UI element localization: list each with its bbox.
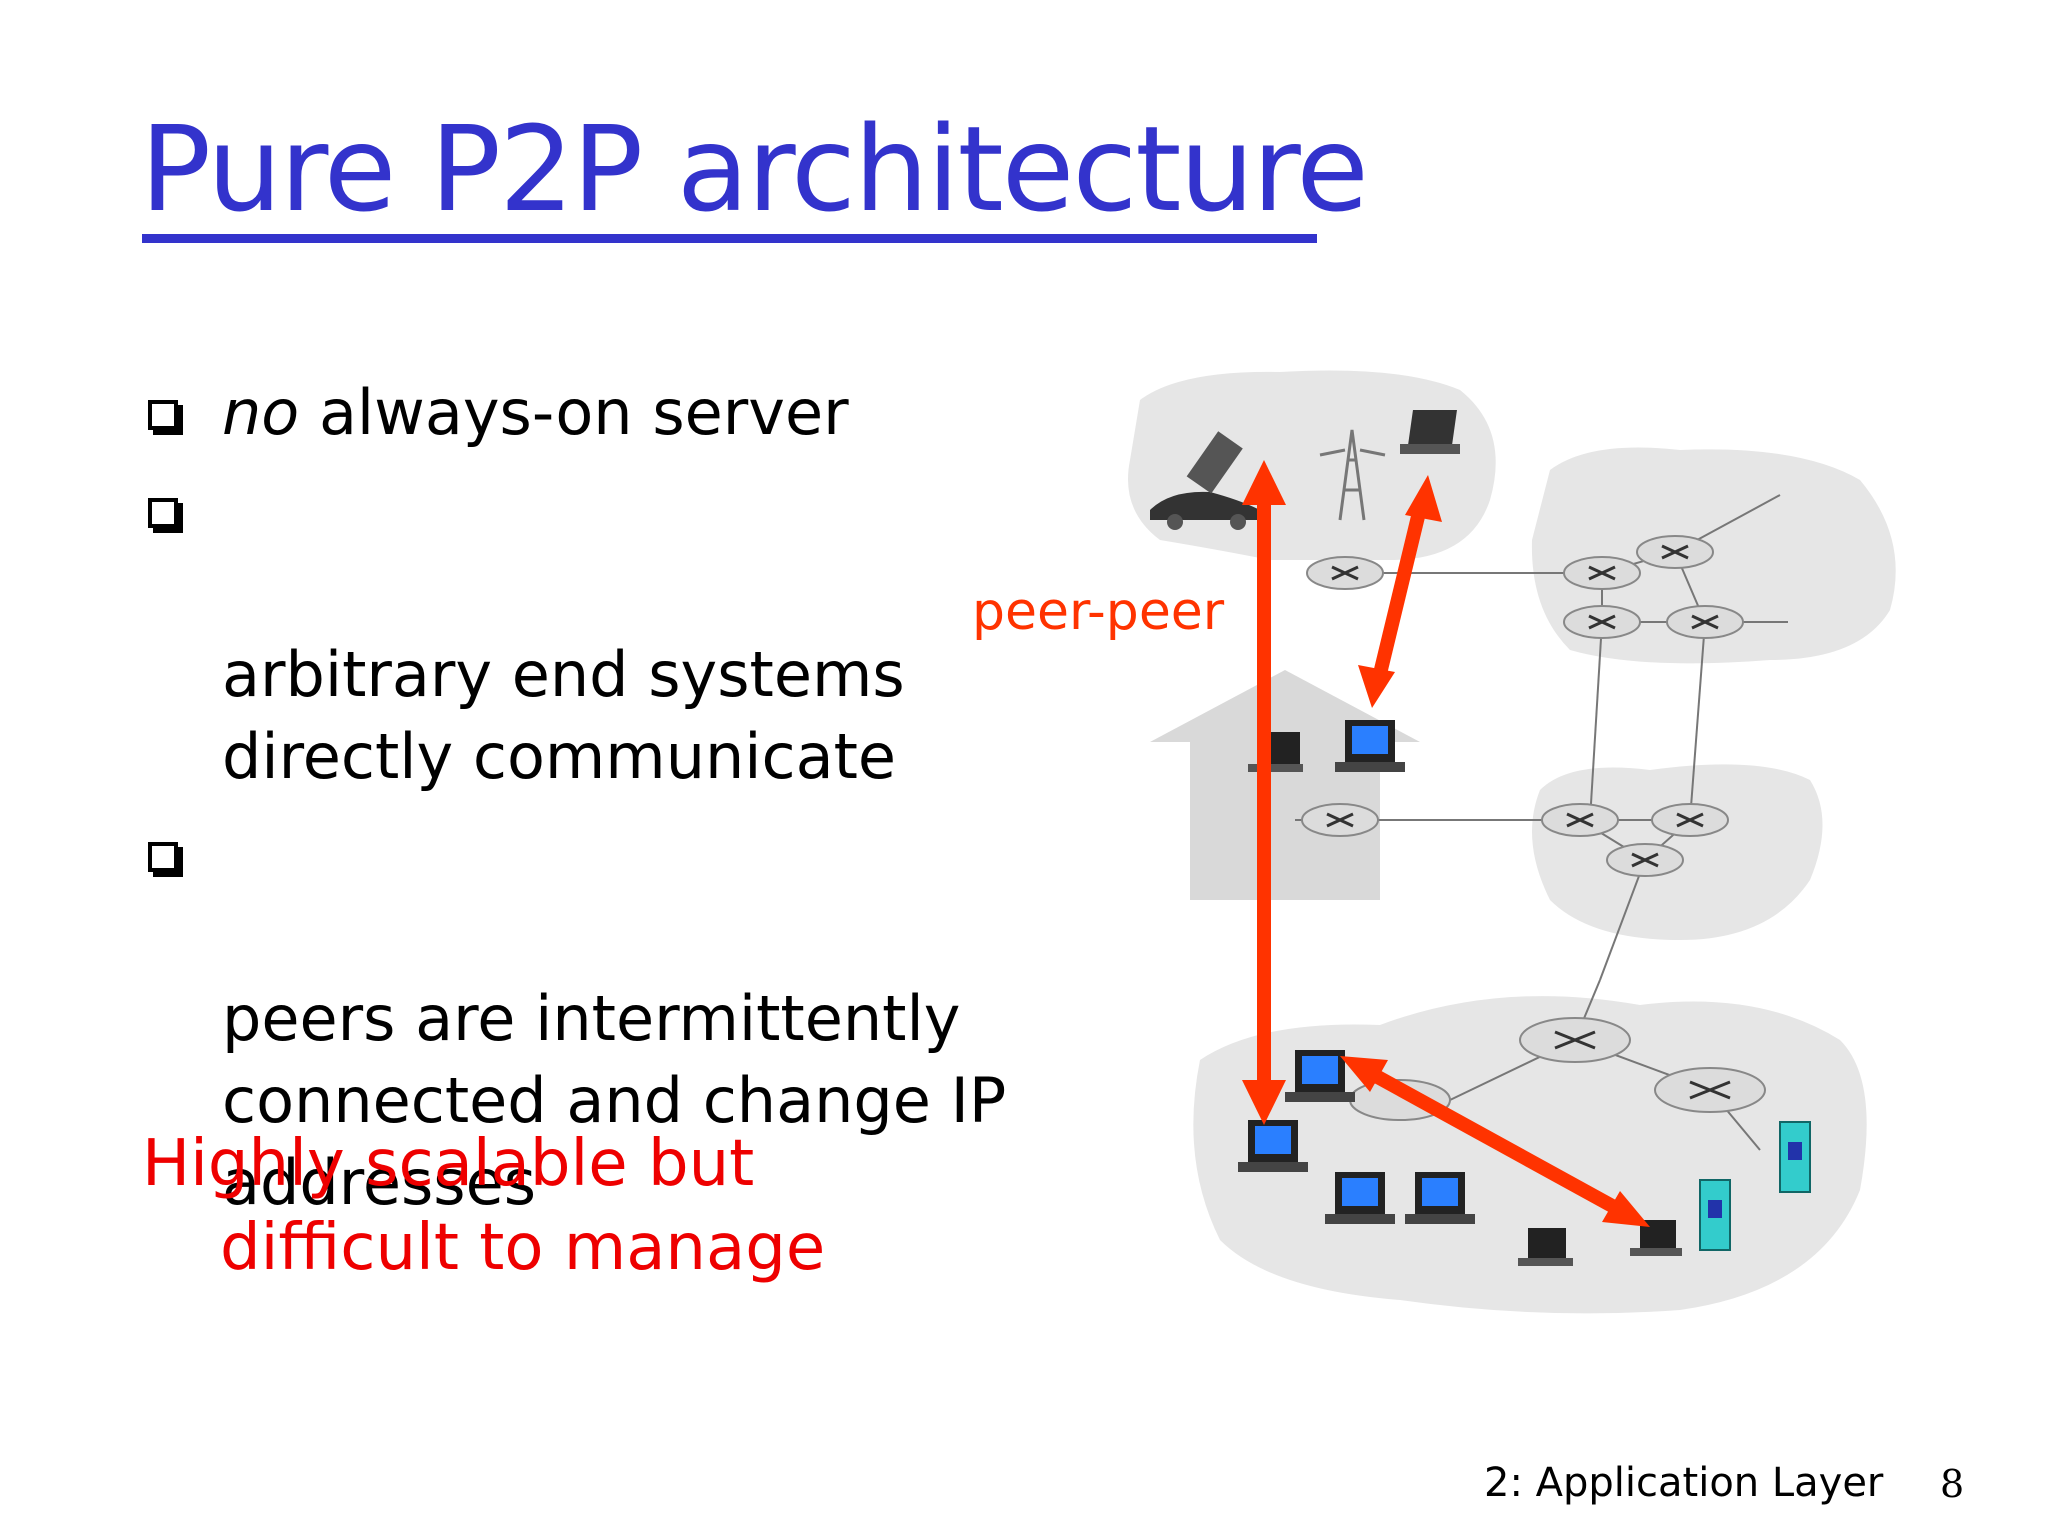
bullet-box-icon xyxy=(148,400,178,430)
server-icon xyxy=(1699,1179,1731,1251)
mobile-network-cloud xyxy=(1128,370,1496,560)
desktop-computer-icon xyxy=(1335,720,1405,772)
peer-peer-label: peer-peer xyxy=(972,582,1225,642)
arrowhead-icon xyxy=(1405,475,1442,522)
laptop-icon xyxy=(1630,1220,1682,1256)
desktop-computer-icon xyxy=(1405,1172,1475,1224)
laptop-icon xyxy=(1400,410,1460,454)
bullet-text: peers are intermittently connected and c… xyxy=(222,982,1007,1219)
bullet-text: always-on server xyxy=(299,376,849,449)
arrowhead-icon xyxy=(1602,1191,1650,1227)
bullet-list: no always-on server arbitrary end system… xyxy=(140,372,1140,1240)
desktop-computer-icon xyxy=(1325,1172,1395,1224)
router-marks xyxy=(1326,544,1731,1100)
home-network xyxy=(1150,670,1420,900)
network-diagram xyxy=(1128,370,1896,1314)
laptop-icon xyxy=(1518,1228,1573,1266)
bullet-box-icon xyxy=(148,498,178,528)
end-devices xyxy=(1150,410,1811,1266)
arrowhead-icon xyxy=(1340,1056,1388,1092)
server-icon xyxy=(1779,1121,1811,1193)
note-line-1: Highly scalable but xyxy=(142,1127,755,1201)
bullet-box-icon xyxy=(148,842,178,872)
desktop-computer-icon xyxy=(1285,1050,1355,1102)
desktop-computer-icon xyxy=(1238,1120,1308,1172)
peer-arrow-diagonal-top xyxy=(1371,498,1429,684)
arrowhead-icon xyxy=(1242,460,1286,505)
note-line-2: difficult to manage xyxy=(220,1211,826,1285)
page-number: 8 xyxy=(1940,1462,1965,1506)
bullet-emphasis: no xyxy=(222,376,300,449)
bullet-item: peers are intermittently connected and c… xyxy=(140,814,1140,1224)
arrowhead-icon xyxy=(1358,665,1395,708)
bullet-text: arbitrary end systems directly communica… xyxy=(222,638,905,793)
bullet-item: arbitrary end systems directly communica… xyxy=(140,470,1140,798)
car-phone-icon xyxy=(1150,431,1260,530)
arrowhead-icon xyxy=(1242,1080,1286,1125)
peer-arrow-diagonal-bottom xyxy=(1361,1063,1629,1220)
peer-peer-arrows xyxy=(1242,460,1650,1227)
footer-section-label: 2: Application Layer xyxy=(1484,1460,1884,1506)
slide-title: Pure P2P architecture xyxy=(140,100,1369,238)
cell-tower-icon xyxy=(1319,429,1386,521)
bullet-item: no always-on server xyxy=(140,372,1140,454)
summary-note: Highly scalable but difficult to manage xyxy=(142,1122,825,1290)
title-underline xyxy=(142,234,1317,243)
